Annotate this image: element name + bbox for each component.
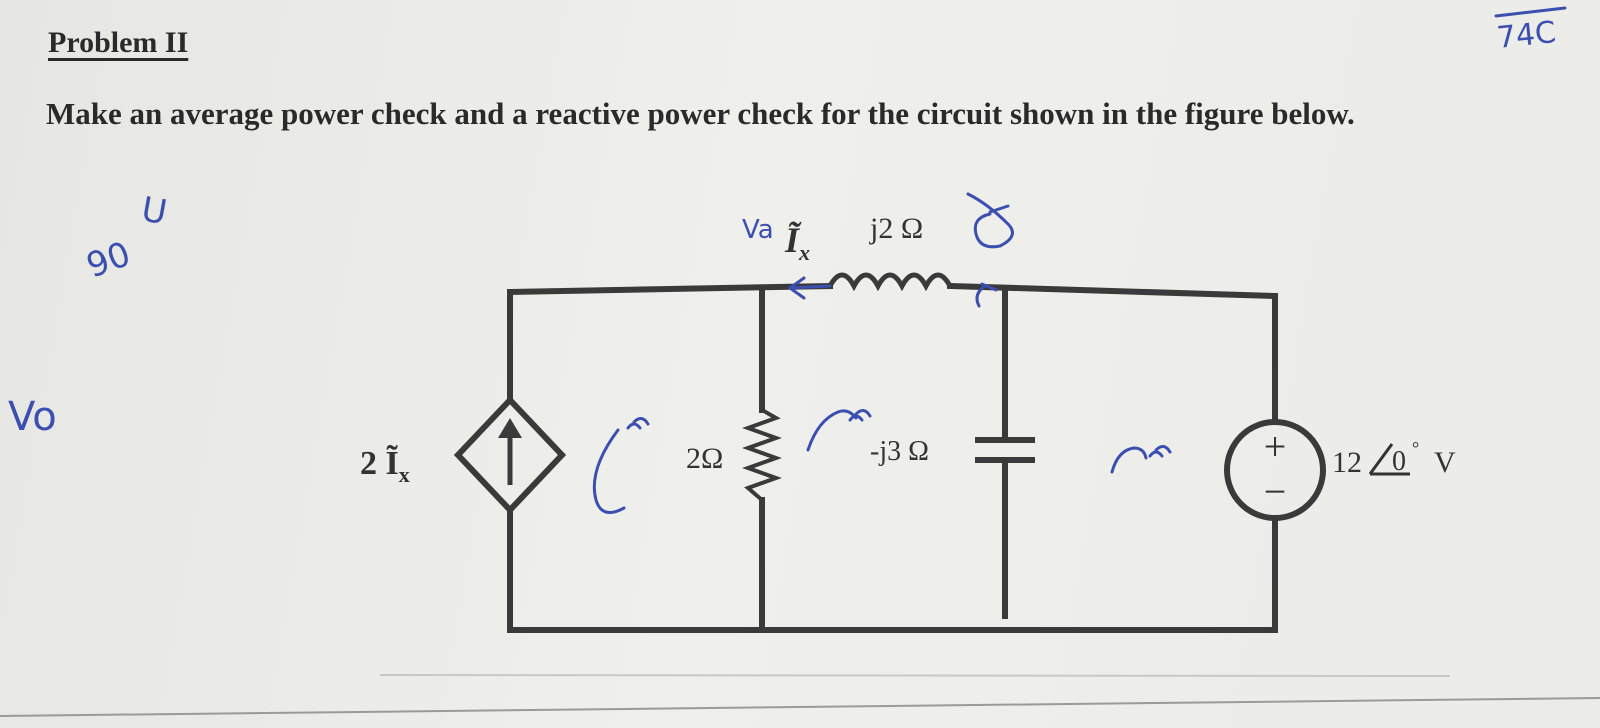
minus-sign: − [1264, 469, 1287, 514]
left-note-top: U [138, 189, 169, 233]
problem-title: Problem II [48, 26, 189, 59]
wire-top-left [506, 282, 834, 296]
dependent-current-source [453, 395, 567, 515]
node-marker-icon [975, 282, 998, 308]
problem-statement: Make an average power check and a reacti… [46, 96, 1355, 131]
svg-text:12: 12 [1332, 446, 1362, 479]
mesh-arc-2 [806, 409, 858, 452]
mesh-arc-3-head [1148, 445, 1172, 458]
angle-symbol [1368, 443, 1410, 476]
dependent-source-label: 2 Ĩx [360, 445, 410, 487]
mesh-arc-1-head [626, 417, 650, 430]
svg-text:V: V [1434, 446, 1456, 479]
resistor-zigzag [742, 408, 782, 502]
svg-text:°: ° [1412, 438, 1419, 458]
inductor-label: j2 Ω [869, 212, 923, 245]
corner-note-overline [1494, 6, 1567, 18]
inductor-coil [827, 272, 953, 292]
current-arrow-icon [788, 276, 832, 300]
capacitor-plates [975, 437, 1035, 463]
circuit-wires [506, 282, 1279, 633]
resistor-label: 2Ω [686, 442, 723, 475]
voltage-source: + − [1224, 419, 1326, 521]
left-node-note: Vo [8, 394, 57, 440]
capacitor-label: -j3 Ω [870, 436, 929, 467]
mesh-arc-3 [1110, 446, 1148, 474]
current-ix-label: Ĩx [784, 220, 810, 265]
left-note-mid: 90 [81, 234, 135, 286]
plus-sign: + [1264, 424, 1287, 469]
voltage-source-label: 12 0 ° V [1332, 438, 1456, 479]
top-node-note: Va [742, 215, 774, 245]
scribble-mark [966, 192, 1014, 249]
corner-note: 74C [1495, 15, 1557, 56]
mesh-arc-2-head [848, 409, 872, 422]
wire-top-right [946, 282, 1279, 300]
page-fold [379, 674, 1451, 677]
mesh-arc-1 [592, 428, 626, 514]
arrow-up-icon [498, 418, 522, 438]
svg-text:0: 0 [1392, 446, 1406, 477]
page-edge [0, 697, 1600, 717]
